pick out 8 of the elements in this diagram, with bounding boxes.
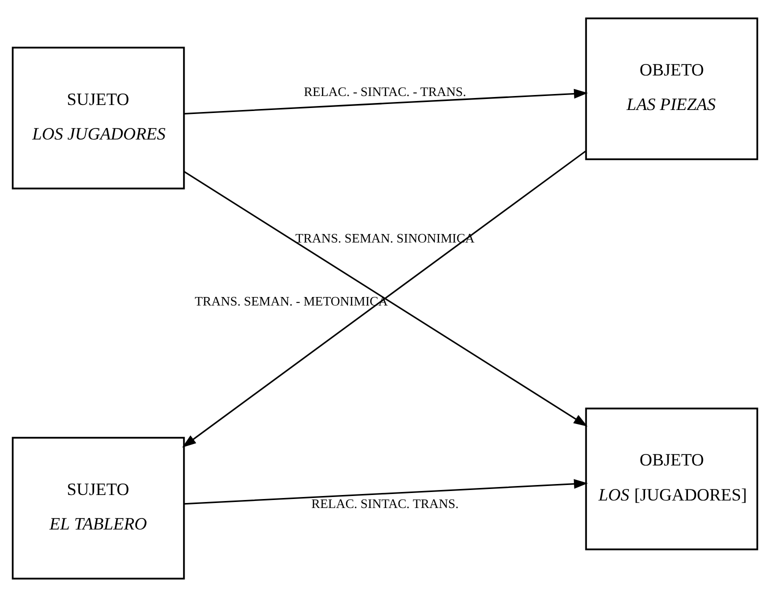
- edge-label: RELAC. SINTAC. TRANS.: [311, 496, 459, 511]
- node-box: SUJETO EL TABLERO: [12, 436, 185, 580]
- node-box: SUJETO LOS JUGADORES: [12, 46, 185, 190]
- arrow: [184, 88, 588, 114]
- node-box: OBJETO LAS PIEZAS: [585, 17, 758, 160]
- edge-label: RELAC. - SINTAC. - TRANS.: [304, 84, 466, 99]
- arrow: [184, 479, 588, 505]
- node-box: OBJETO LOS [JUGADORES]: [585, 408, 758, 550]
